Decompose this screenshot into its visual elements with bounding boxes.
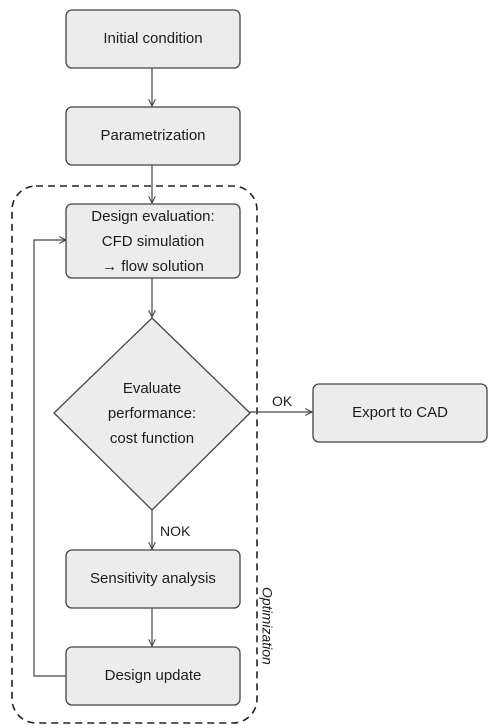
svg-text:Initial condition: Initial condition [103, 30, 202, 47]
node-sensitivity-analysis: Sensitivity analysis [65, 549, 241, 609]
svg-text:Export to CAD: Export to CAD [352, 404, 448, 421]
svg-text:Design update: Design update [105, 667, 202, 684]
svg-text:CFD simulation: CFD simulation [102, 233, 205, 250]
node-export-to-cad: Export to CAD [312, 383, 488, 443]
svg-text:Parametrization: Parametrization [100, 127, 205, 144]
svg-text:Design evaluation:: Design evaluation: [91, 208, 214, 225]
svg-text:→ flow solution: → flow solution [102, 258, 204, 275]
edge-label-nok: NOK [160, 523, 191, 539]
optimization-group-label: Optimization [259, 587, 275, 665]
svg-text:cost function: cost function [110, 430, 194, 447]
svg-text:Sensitivity analysis: Sensitivity analysis [90, 570, 216, 587]
node-parametrization: Parametrization [65, 106, 241, 166]
svg-text:Evaluate: Evaluate [123, 380, 181, 397]
node-initial-condition: Initial condition [65, 9, 241, 69]
svg-text:performance:: performance: [108, 405, 196, 422]
node-design-evaluation: Design evaluation: CFD simulation → flow… [65, 203, 241, 279]
optimization-group-border [11, 185, 258, 724]
edge-update-loop-to-evaluation [33, 240, 66, 677]
node-design-update: Design update [65, 646, 241, 706]
node-evaluate-performance-decision: Evaluate performance: cost function [53, 317, 251, 511]
edge-label-ok: OK [272, 393, 293, 409]
